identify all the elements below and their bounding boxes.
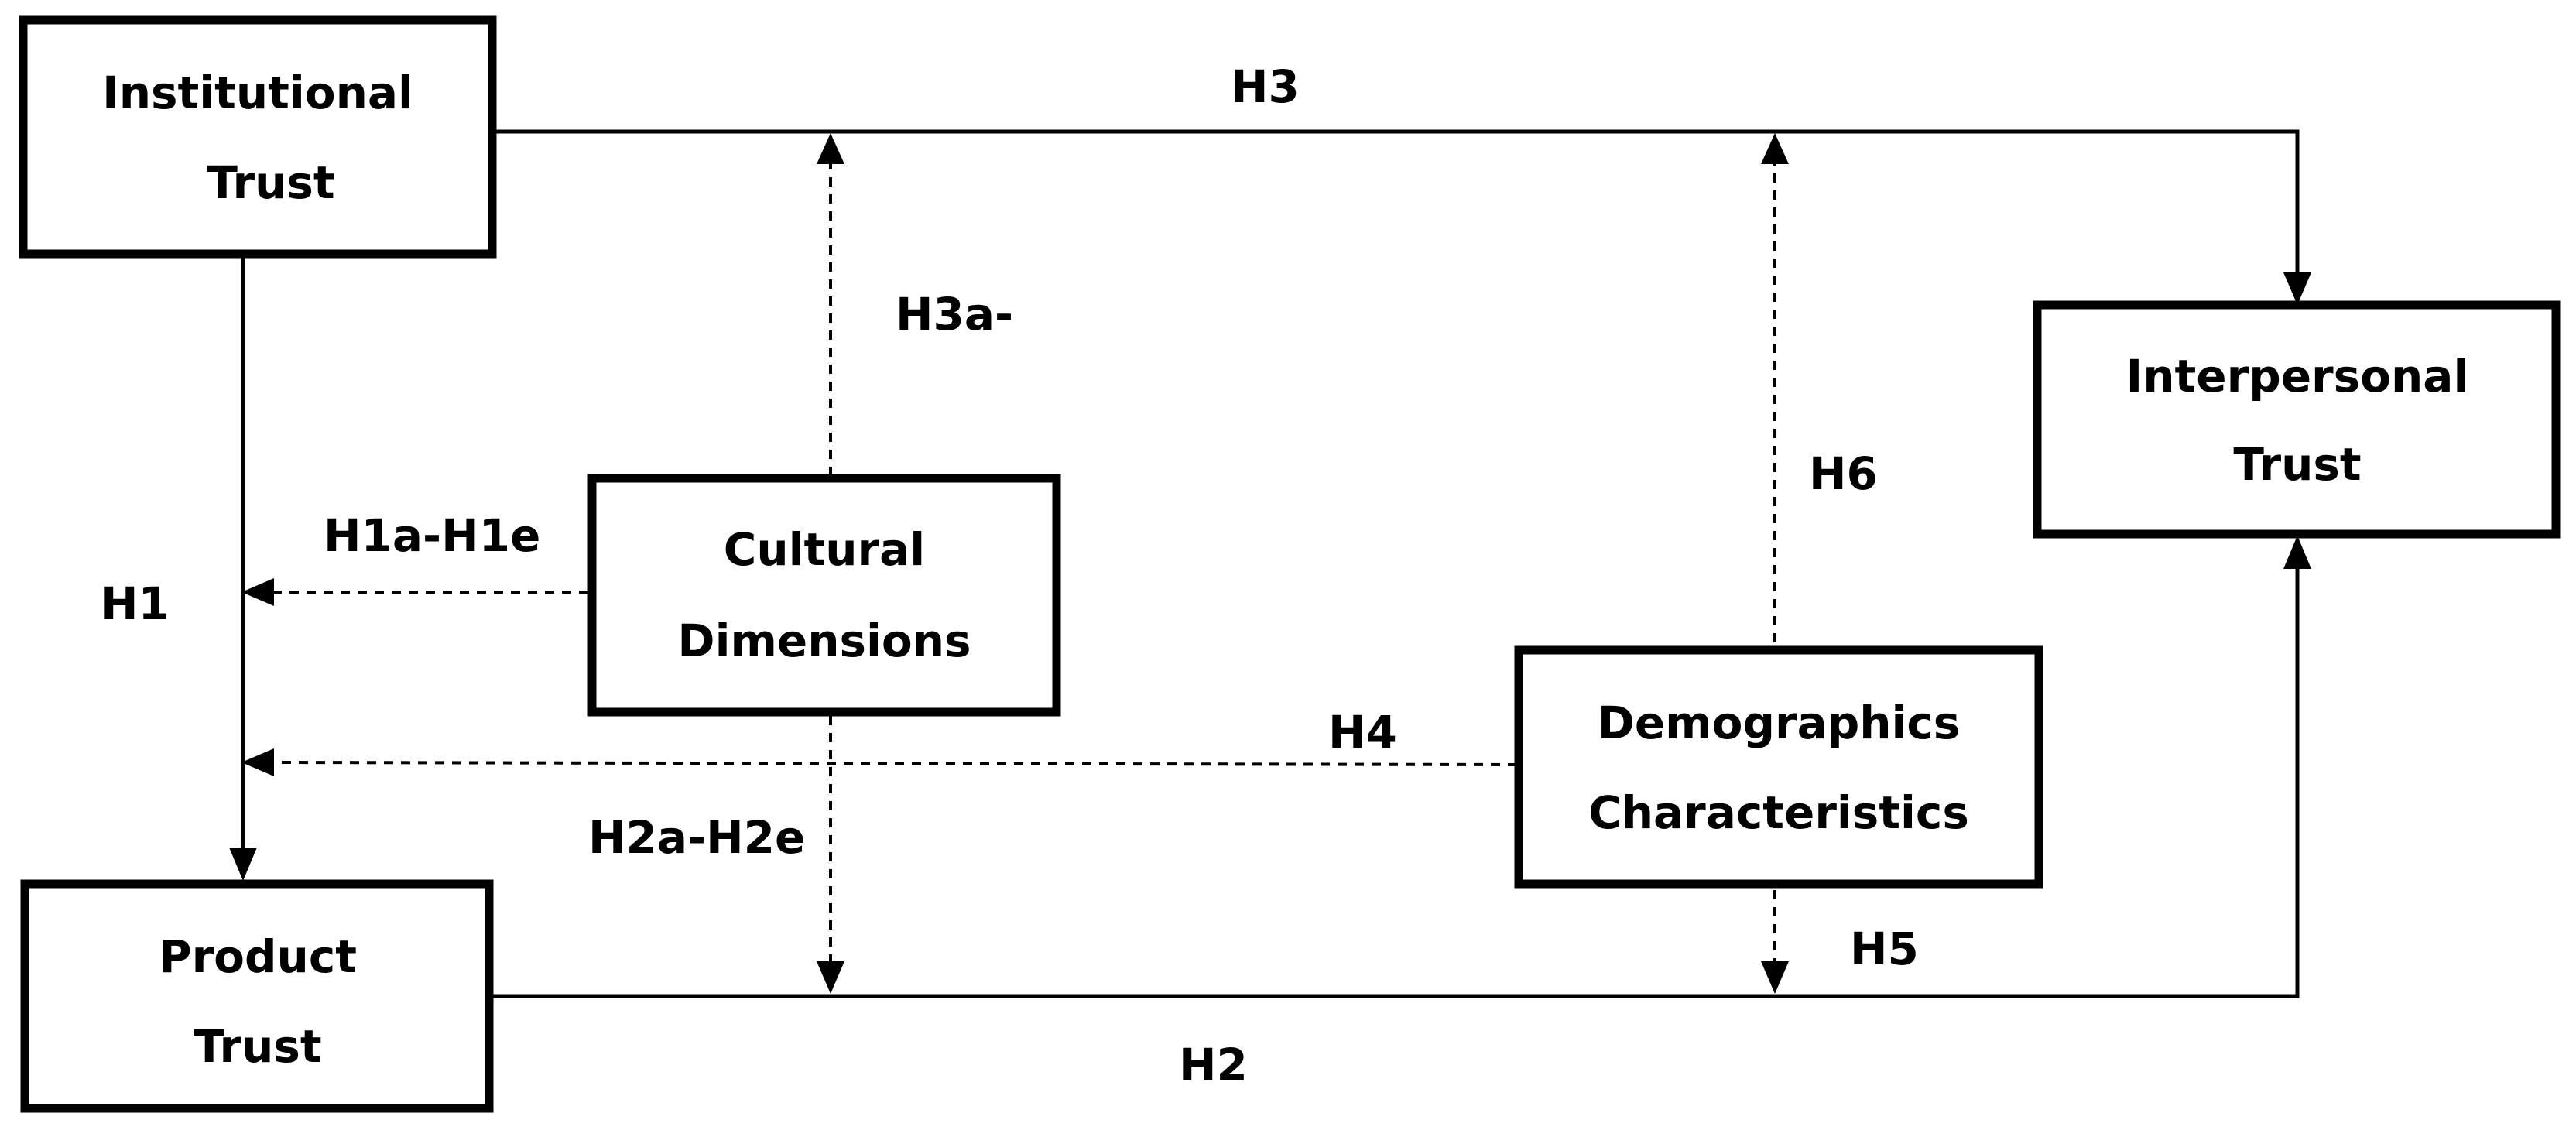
cultural-dimensions-line2: Dimensions [677,615,971,667]
h2-arrowhead [2283,536,2311,569]
label-h3a: H3a- [896,288,1013,341]
demographics-line2: Characteristics [1588,786,1969,839]
institutional-trust-line1: Institutional [102,67,413,119]
h4-connector [273,761,1518,766]
hypothesis-labels: H1 H1a-H1e H2 H2a-H2e H3 H3a- H4 H5 H6 [101,60,1919,1091]
interpersonal-trust-line2: Trust [2233,438,2361,491]
label-h2a-h2e: H2a-H2e [588,811,805,864]
h1a-h1e-arrowhead [242,578,274,606]
label-h6: H6 [1809,447,1878,500]
h3-connector [492,129,2300,272]
cultural-dimensions-line1: Cultural [724,523,925,576]
demographics-line1: Demographics [1598,697,1961,749]
node-interpersonal-trust: Interpersonal Trust [2033,300,2561,539]
node-institutional-trust: Institutional Trust [19,15,497,259]
node-product-trust: Product Trust [20,879,494,1113]
h1-arrowhead [229,848,257,881]
product-trust-line1: Product [159,930,357,983]
label-h5: H5 [1850,923,1919,975]
label-h1a-h1e: H1a-H1e [324,509,540,562]
h6-arrowhead [1761,133,1789,164]
label-h4: H4 [1328,706,1397,758]
institutional-trust-line2: Trust [207,156,334,209]
h2-connector [492,569,2300,998]
h3a-arrowhead [817,133,844,164]
dashed-connectors [242,133,1789,994]
h4-arrowhead [242,748,274,776]
product-trust-line2: Trust [194,1020,321,1073]
node-demographics-characteristics: Demographics Characteristics [1514,645,2043,889]
label-h3: H3 [1231,60,1300,113]
h5-arrowhead [1761,961,1789,994]
node-cultural-dimensions: Cultural Dimensions [587,474,1061,717]
h3-arrowhead [2283,272,2311,305]
h2a-h2e-arrowhead [817,961,844,994]
interpersonal-trust-line1: Interpersonal [2126,350,2469,402]
solid-connectors [229,129,2311,998]
label-h1: H1 [101,577,170,630]
label-h2: H2 [1179,1039,1248,1091]
